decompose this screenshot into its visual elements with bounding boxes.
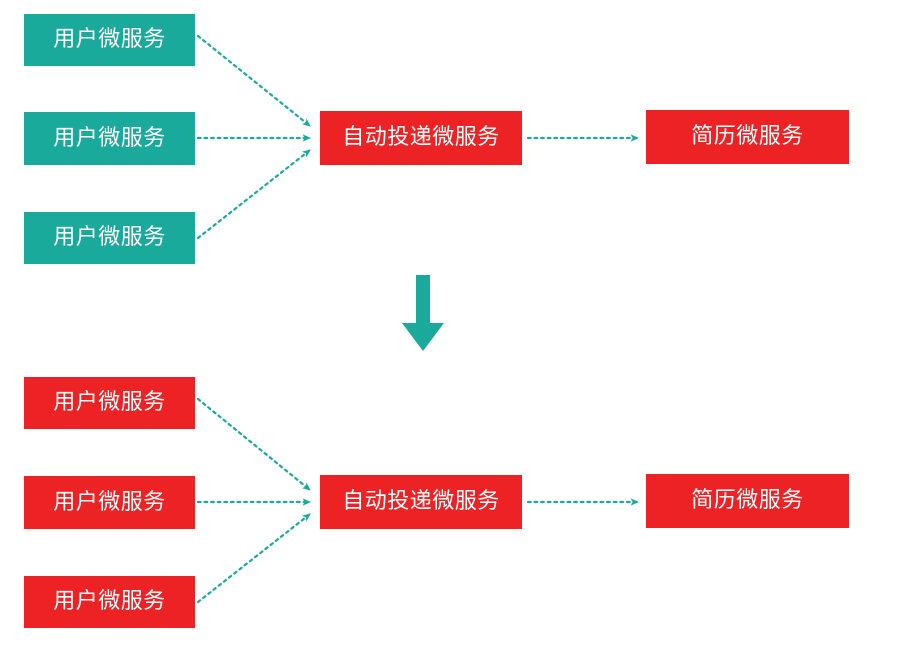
node-label: 用户微服务	[53, 225, 166, 250]
node-label: 用户微服务	[53, 125, 166, 151]
node-after-user-2[interactable]: 用户微服务	[24, 476, 195, 529]
node-label: 用户微服务	[53, 489, 166, 515]
edge-before-user1-to-auto	[196, 34, 312, 128]
node-label: 简历微服务	[691, 124, 804, 149]
node-after-resume[interactable]: 简历微服务	[646, 474, 849, 528]
edge-after-user1-to-auto	[196, 397, 312, 492]
node-label: 自动投递微服务	[342, 125, 500, 150]
node-before-user-3[interactable]: 用户微服务	[24, 212, 195, 264]
edge-before-user3-to-auto	[196, 148, 312, 240]
node-label: 自动投递微服务	[342, 489, 500, 514]
node-before-user-1[interactable]: 用户微服务	[24, 14, 195, 66]
node-label: 用户微服务	[53, 390, 166, 415]
node-label: 用户微服务	[53, 589, 166, 614]
node-label: 简历微服务	[691, 488, 804, 513]
edge-after-user3-to-auto	[196, 512, 312, 604]
node-before-resume[interactable]: 简历微服务	[646, 110, 849, 164]
node-before-auto-deliver[interactable]: 自动投递微服务	[320, 111, 522, 165]
down-arrow-icon	[402, 275, 444, 351]
node-after-auto-deliver[interactable]: 自动投递微服务	[320, 475, 522, 529]
node-after-user-1[interactable]: 用户微服务	[24, 377, 195, 429]
node-label: 用户微服务	[53, 27, 166, 52]
node-before-user-2[interactable]: 用户微服务	[24, 112, 195, 165]
node-after-user-3[interactable]: 用户微服务	[24, 576, 195, 628]
